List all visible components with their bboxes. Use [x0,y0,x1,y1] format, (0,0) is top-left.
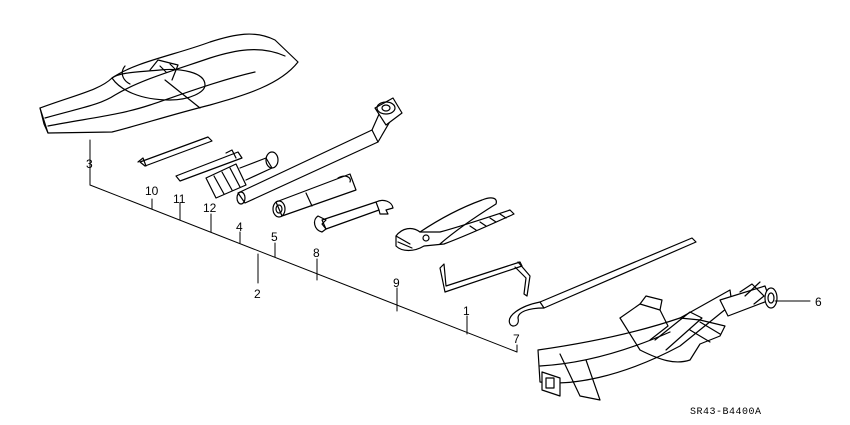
screwdriver-tip-2 [175,149,243,182]
jack-handle [508,237,697,327]
callout-11: 11 [173,192,186,206]
screwdriver-tip [137,136,213,167]
callout-6: 6 [815,295,822,309]
callout-10: 10 [145,184,159,198]
callout-5: 5 [271,230,278,244]
callout-3: 3 [86,157,93,171]
jack-handle-bar [439,261,531,297]
callout-labels: 3 10 11 12 4 5 8 2 9 1 7 6 SR43-B4400A [86,157,822,418]
wheel-nut-wrench [236,97,403,205]
callout-2: 2 [254,287,261,301]
callout-4: 4 [236,220,243,234]
callout-8: 8 [313,246,320,260]
screwdriver-handle [205,151,279,199]
extension-bar [272,173,357,218]
callout-7: 7 [513,332,520,346]
callout-9: 9 [393,276,400,290]
open-end-wrench [313,199,394,233]
callout-12: 12 [203,201,217,215]
callout-leaders [89,139,811,353]
scissor-jack [537,281,778,401]
callout-1: 1 [463,304,470,318]
pliers [395,197,515,252]
reference-code: SR43-B4400A [690,407,762,418]
tool-bag [39,33,299,134]
